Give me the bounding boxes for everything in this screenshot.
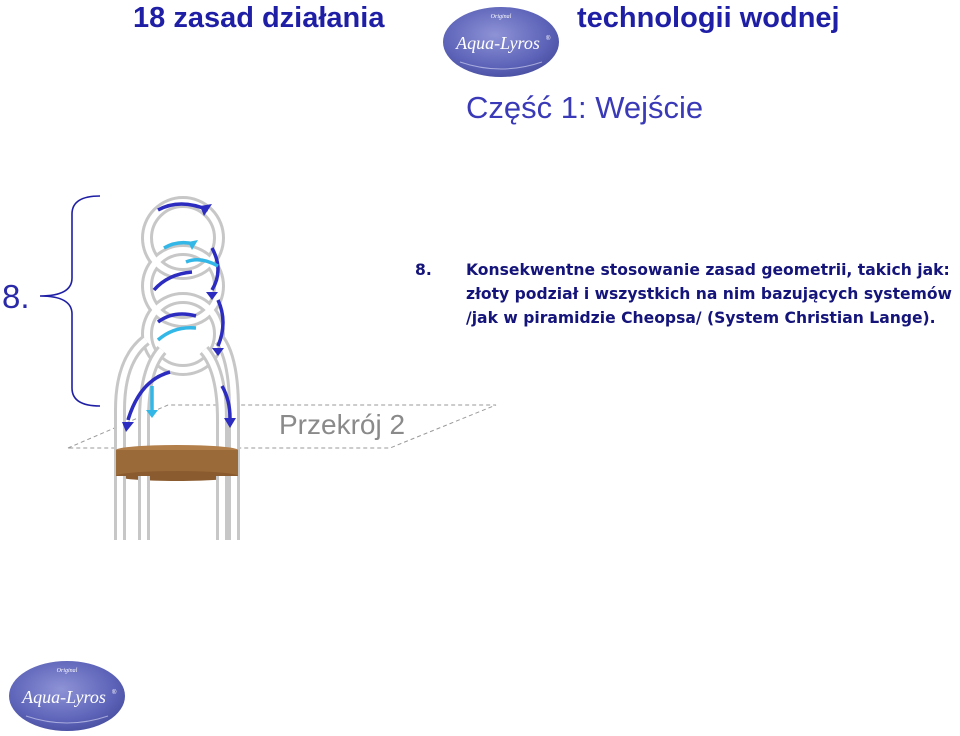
flow-arrows-dark <box>126 202 232 421</box>
base-ring <box>116 445 238 481</box>
aqua-lyros-logo-footer: Original Aqua-Lyros ® <box>9 661 125 731</box>
logo-tagline: Original <box>491 14 512 20</box>
principle-number: 8. <box>415 261 432 279</box>
flow-arrowheads-dark <box>122 204 236 432</box>
subtitle: Część 1: Wejście <box>466 90 704 125</box>
logo-footer-registered: ® <box>112 689 117 696</box>
title-right: technologii wodnej <box>577 2 840 34</box>
section-label: Przekrój 2 <box>279 409 406 440</box>
logo-footer-tagline: Original <box>57 668 78 674</box>
principle-description: 8. Konsekwentne stosowanie zasad geometr… <box>415 258 960 330</box>
water-flow-diagram <box>114 196 240 540</box>
logo-footer-brand: Aqua-Lyros <box>21 687 106 707</box>
logo-registered: ® <box>546 35 551 42</box>
title-left: 18 zasad działania <box>133 2 385 34</box>
flow-arrowheads-light <box>146 240 198 418</box>
principle-text: Konsekwentne stosowanie zasad geometrii,… <box>466 261 952 327</box>
logo-brand: Aqua-Lyros <box>455 33 540 53</box>
aqua-lyros-logo: Original Aqua-Lyros ® <box>443 7 559 77</box>
curly-brace <box>39 195 101 407</box>
section-plane <box>67 404 497 449</box>
principle-big-number: 8. <box>2 278 30 315</box>
